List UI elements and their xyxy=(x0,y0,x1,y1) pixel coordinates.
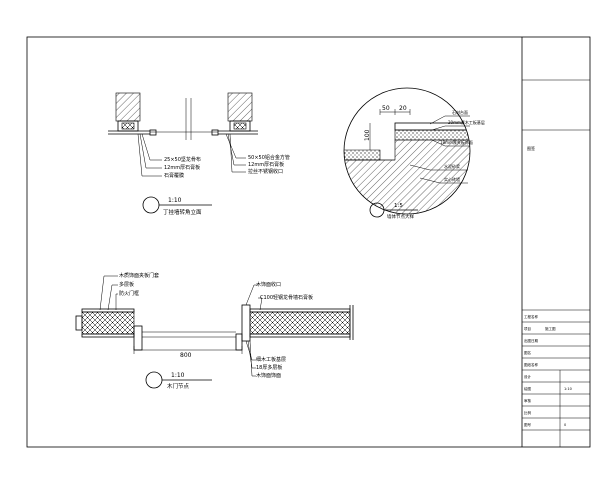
tb-row-0: 工程名称 xyxy=(524,314,538,319)
d3-label-tl2: 防火门框 xyxy=(119,290,139,297)
title-block-logo-note: 图签 xyxy=(527,145,535,151)
d3-title-marker xyxy=(145,371,163,389)
d1-label-1: 12mm厚石膏板 xyxy=(164,164,200,171)
tb-row-3: 图名 xyxy=(524,350,531,355)
tb-row-2: 出图日期 xyxy=(524,338,538,343)
tb-small-1: 1:10 xyxy=(564,387,572,391)
d1-label-r2: 拉丝不锈钢收口 xyxy=(248,168,283,175)
d2-label-3: 水泥砂浆 xyxy=(444,163,460,169)
tb-row-7: 审核 xyxy=(524,398,532,403)
d3-label-tl0: 木质饰面夹板门套 xyxy=(119,272,159,279)
d1-scale: 1:10 xyxy=(168,197,182,204)
d3-title: 木门节点 xyxy=(167,382,190,390)
d2-label-0: 石材台面 xyxy=(452,109,468,115)
d3-label-b1: 18厚多层板 xyxy=(256,364,282,371)
title-block: 图签 工程名称 项目 施工图 出图日期 图名 图纸名称 设计 绘图 审核 1:1… xyxy=(522,79,590,447)
d2-title: 墙体节点大样 xyxy=(387,213,414,220)
d3-scale: 1:10 xyxy=(171,372,185,379)
tb-row-1: 项目 xyxy=(524,326,531,331)
d3-label-b0: 细木工板基层 xyxy=(256,356,286,363)
d3-dim: 800 xyxy=(180,352,192,359)
d2-scale: 1:5 xyxy=(394,203,403,209)
d3-label-b2: 木饰面饰面 xyxy=(256,372,281,379)
tb-row-9: 图号 xyxy=(524,422,532,427)
d3-label-tr1: C100轻钢龙骨墙石膏板 xyxy=(260,294,313,301)
d2-dim-1: 20 xyxy=(399,105,407,112)
d2-label-4: 实心砖墙 xyxy=(444,176,460,182)
d3-label-tr0: 木饰面收口 xyxy=(256,281,281,288)
d2-label-2: 18mm厚夹板饰面 xyxy=(440,139,473,145)
tb-row-6: 绘图 xyxy=(524,386,532,391)
tb-small-2: 0 xyxy=(564,423,566,427)
sheet-border xyxy=(26,36,591,448)
d2-dim-2: 100 xyxy=(364,129,371,141)
d2-label-1: 20mm厚木工板基层 xyxy=(448,119,485,125)
d1-label-r1: 12mm厚石膏板 xyxy=(248,161,284,168)
d1-title: 丁挂墙转角立面 xyxy=(163,208,202,216)
tb-row-5: 设计 xyxy=(524,374,532,379)
d1-label-2: 石膏覆膜 xyxy=(164,172,184,179)
tb-row-4: 图纸名称 xyxy=(524,362,538,367)
d3-label-tl1: 多层板 xyxy=(119,281,134,288)
detail-1: 25×50坚龙骨布 12mm厚石膏板 石膏覆膜 50×50铝合金方管 12mm厚… xyxy=(108,92,290,216)
tb-small-0: 施工图 xyxy=(545,326,556,331)
detail-2: 50 20 100 石材台面 20mm厚木工板基层 18mm厚夹板饰面 水泥砂浆… xyxy=(343,87,485,220)
d1-label-0: 25×50坚龙骨布 xyxy=(164,156,201,163)
tb-row-8: 比例 xyxy=(524,410,532,415)
detail-3: 800 木质饰面夹板门套 多层板 防火门框 木饰面收口 C100轻钢龙骨墙石膏板… xyxy=(75,272,354,390)
d1-label-r0: 50×50铝合金方管 xyxy=(248,154,290,161)
d2-dim-0: 50 xyxy=(382,105,390,112)
d1-title-marker xyxy=(142,196,160,214)
